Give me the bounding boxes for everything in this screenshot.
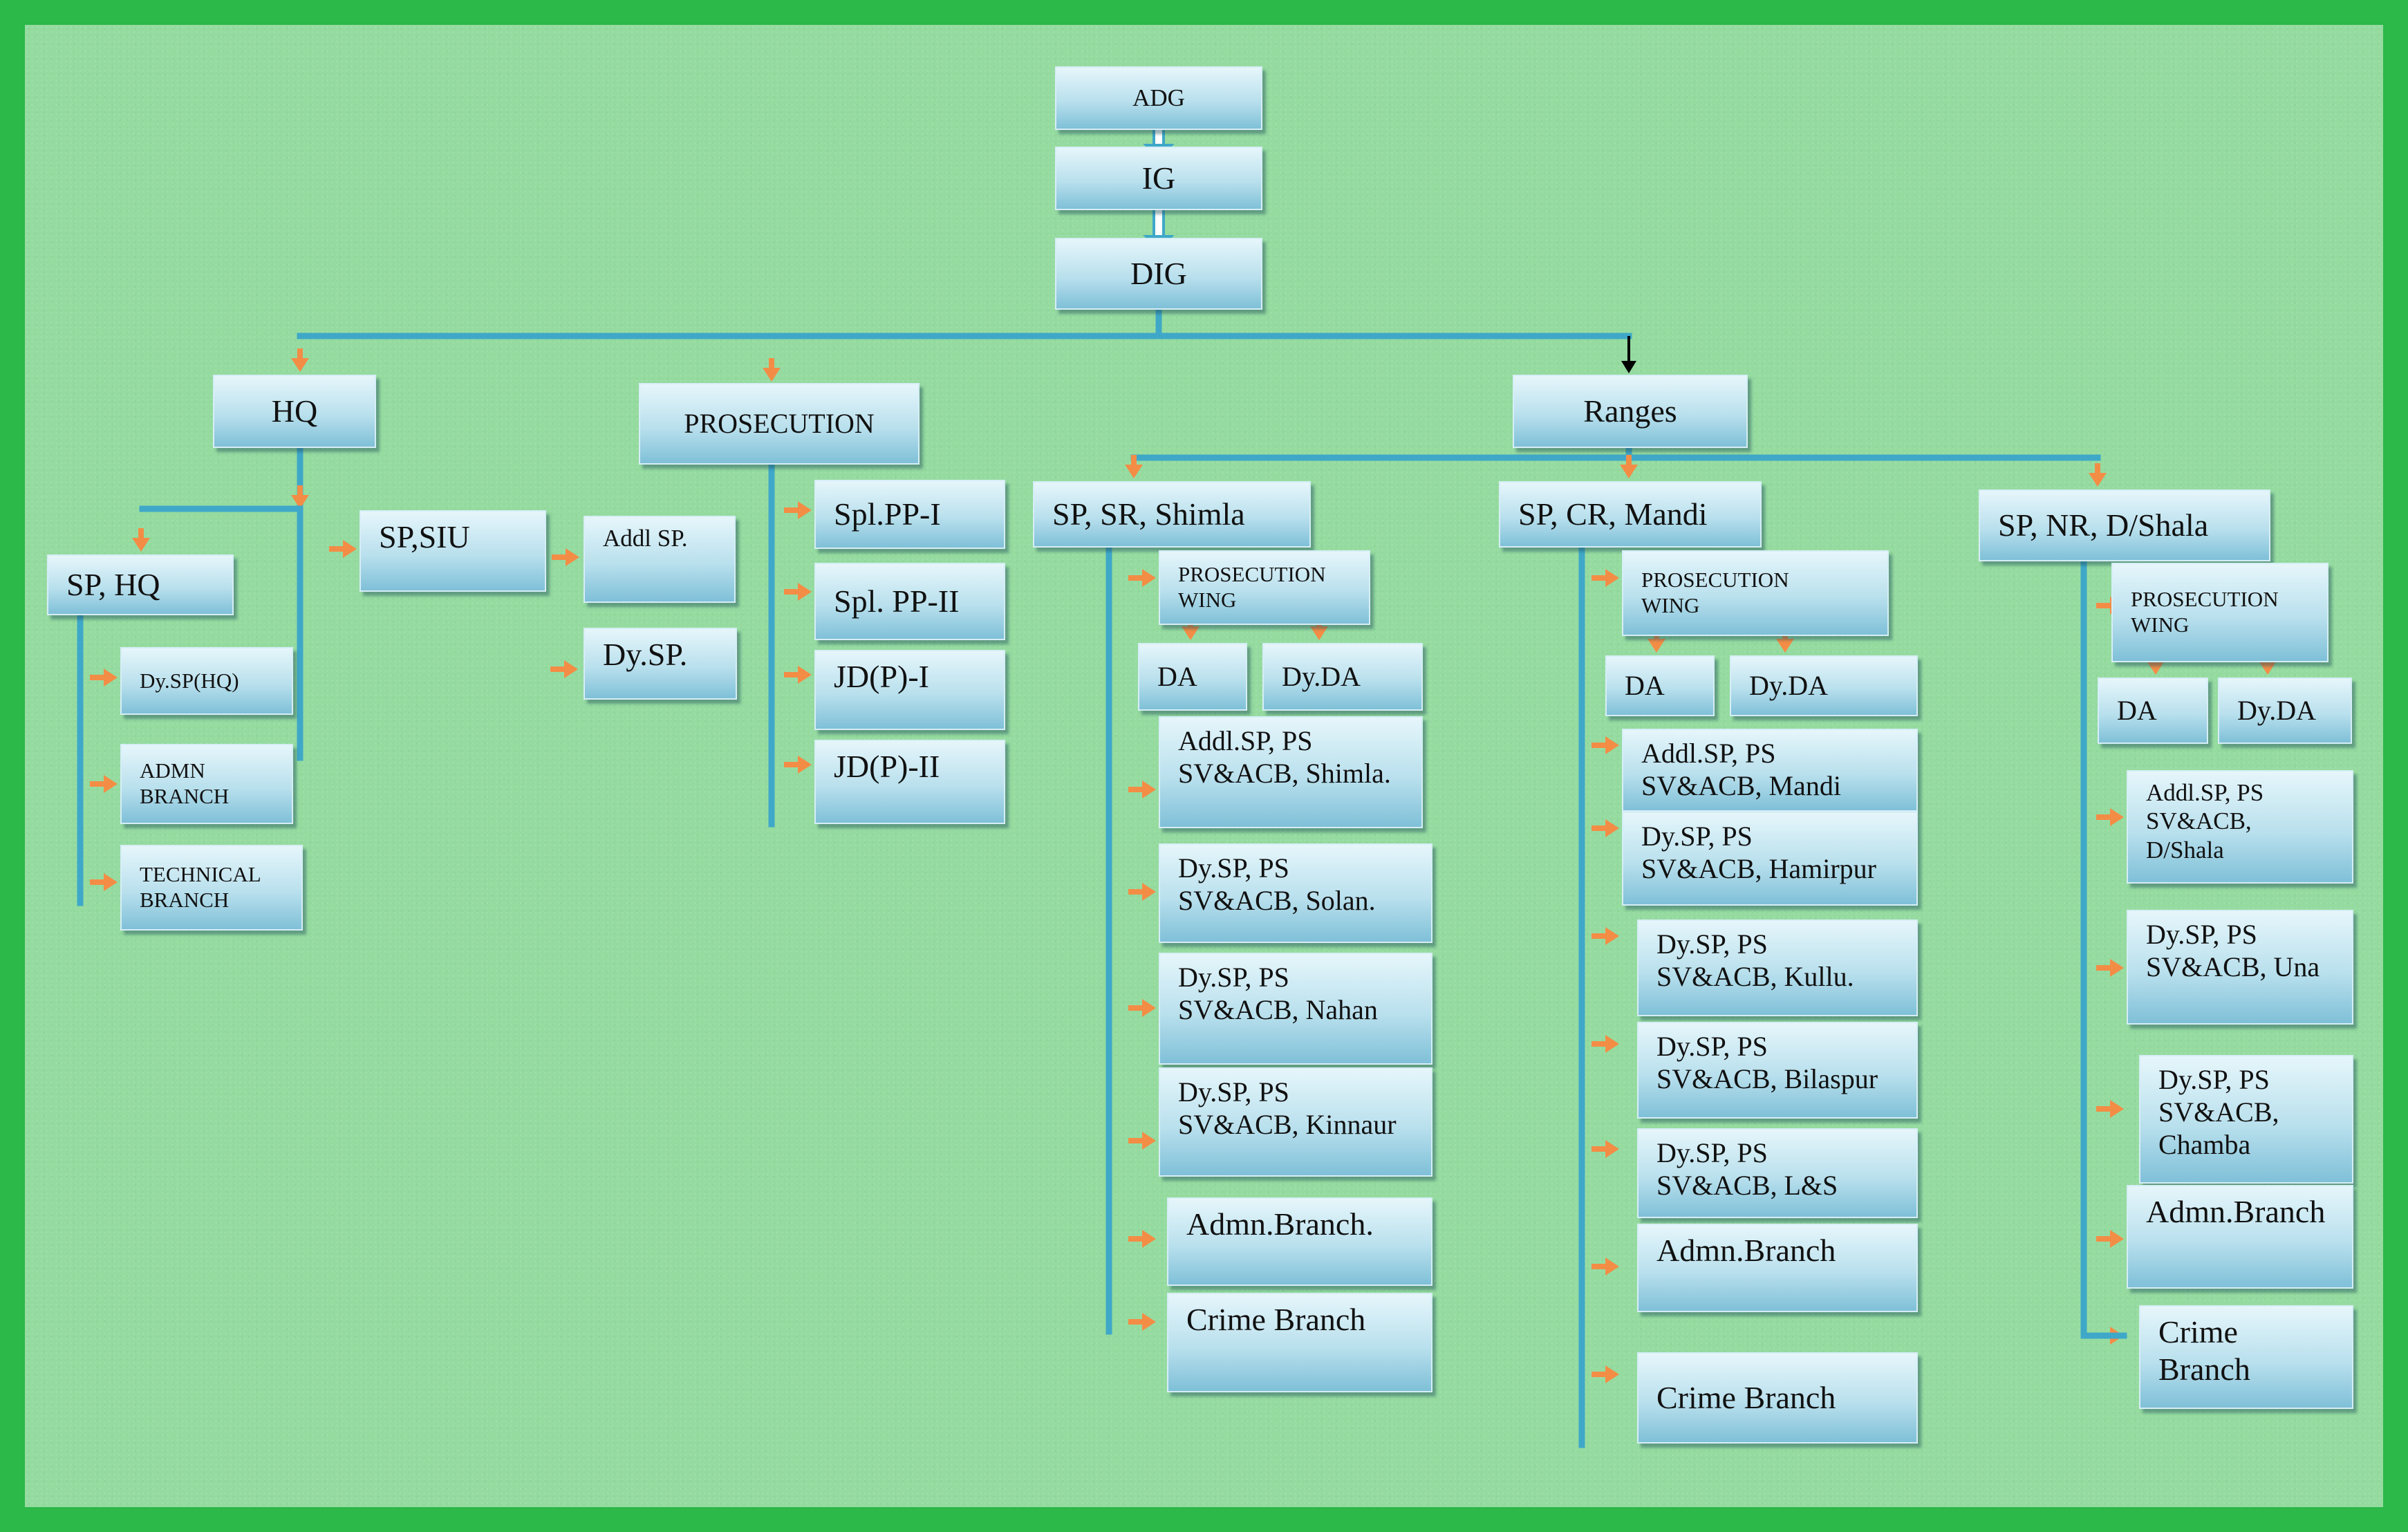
arrow-to-mandi-head (1620, 465, 1638, 478)
box-mandi-admn-branch: Admn.Branch (1637, 1224, 1918, 1312)
box-dig: DIG (1055, 238, 1262, 310)
arrow-dshala-unit-3-head (2110, 959, 2124, 977)
box-dshala-unit-3: Dy.SP, PS SV&ACB, Chamba (2139, 1055, 2353, 1184)
box-shimla-da: DA (1138, 643, 1247, 711)
box-ig: IG (1055, 147, 1262, 210)
box-mandi-unit-4: Dy.SP, PS SV&ACB, Bilaspur (1637, 1022, 1918, 1119)
box-jdp-i: JD(P)-I (814, 650, 1005, 730)
arrow-sp-hq-unit-2-head (104, 775, 118, 793)
arrow-to-sp-hq-head (132, 538, 150, 552)
box-adg: ADG (1055, 66, 1262, 130)
arrow-dshala-to-dyda-head (2259, 661, 2277, 675)
box-dshala-crime-branch: Crime Branch (2139, 1305, 2353, 1409)
box-shimla-dyda: Dy.DA (1262, 643, 1423, 711)
chart-area: ADG IG DIG HQ PROSECUTION Ranges SP, HQ … (25, 25, 2383, 1507)
arrow-prosecution-unit-4-head (798, 756, 812, 774)
box-sp-sr-shimla: SP, SR, Shimla (1033, 481, 1311, 548)
arrow-dshala-to-da-head (2147, 661, 2165, 675)
box-mandi-crime-branch: Crime Branch (1637, 1352, 1918, 1444)
box-dysp-hq: Dy.SP(HQ) (120, 647, 293, 715)
arrow-to-addl-sp-siu-head (566, 548, 579, 566)
arrow-mandi-unit-1-head (1605, 569, 1619, 587)
arrow-mandi-unit-6-head (1605, 1140, 1619, 1158)
box-dshala-da: DA (2098, 678, 2208, 744)
box-sp-nr-dshala: SP, NR, D/Shala (1979, 489, 2270, 561)
box-technical-branch-hq: TECHNICAL BRANCH (120, 845, 303, 931)
arrow-shimla-to-dyda-head (1310, 626, 1328, 640)
arrow-mandi-unit-8-head (1605, 1365, 1619, 1383)
arrow-mandi-unit-4-head (1605, 927, 1619, 945)
arrow-dshala-unit-5-head (2110, 1230, 2124, 1248)
arrow-mandi-unit-5-head (1605, 1035, 1619, 1053)
box-shimla-unit-1: Addl.SP, PS SV&ACB, Shimla. (1159, 716, 1423, 828)
box-mandi-prosecution-wing: PROSECUTION WING (1622, 550, 1889, 636)
arrow-mandi-unit-3-head (1605, 819, 1619, 837)
arrow-hq-trunk-head (291, 495, 309, 509)
box-addl-sp-siu: Addl SP. (584, 516, 736, 603)
box-dshala-unit-2: Dy.SP, PS SV&ACB, Una (2127, 910, 2353, 1025)
box-spl-pp-ii: Spl. PP-II (814, 563, 1005, 640)
arrow-shimla-unit-4-head (1142, 999, 1156, 1017)
box-sp-hq: SP, HQ (47, 554, 234, 615)
box-dysp-siu: Dy.SP. (584, 628, 737, 700)
arrow-prosecution-unit-2-head (798, 583, 812, 601)
box-shimla-unit-4: Dy.SP, PS SV&ACB, Kinnaur (1159, 1067, 1432, 1177)
box-shimla-unit-2: Dy.SP, PS SV&ACB, Solan. (1159, 843, 1432, 943)
arrow-to-sp-siu-head (343, 540, 357, 558)
arrow-mandi-to-dyda-head (1776, 639, 1794, 653)
box-dshala-unit-1: Addl.SP, PS SV&ACB, D/Shala (2127, 770, 2353, 884)
arrow-prosecution-unit-3-head (798, 666, 812, 684)
box-sp-siu: SP,SIU (360, 510, 546, 592)
box-shimla-crime-branch: Crime Branch (1167, 1293, 1432, 1392)
box-admn-branch-hq: ADMN BRANCH (120, 744, 293, 824)
box-jdp-ii: JD(P)-II (814, 740, 1005, 824)
box-mandi-dyda: Dy.DA (1730, 655, 1918, 716)
arrow-shimla-to-da-head (1182, 626, 1200, 640)
arrow-to-prosecution-head (763, 368, 781, 382)
arrow-to-shimla-head (1125, 465, 1143, 478)
arrow-shimla-unit-2-head (1142, 781, 1156, 798)
box-mandi-unit-1: Addl.SP, PS SV&ACB, Mandi (1622, 729, 1918, 812)
arrow-shimla-unit-6-head (1142, 1230, 1156, 1248)
box-shimla-admn-branch: Admn.Branch. (1167, 1197, 1432, 1286)
arrow-mandi-to-da-head (1648, 639, 1665, 653)
arrow-shimla-unit-3-head (1142, 883, 1156, 901)
box-mandi-unit-3: Dy.SP, PS SV&ACB, Kullu. (1637, 919, 1918, 1016)
box-shimla-unit-3: Dy.SP, PS SV&ACB, Nahan (1159, 953, 1432, 1065)
arrow-prosecution-unit-1-head (798, 501, 812, 519)
box-hq: HQ (213, 375, 376, 448)
arrow-shimla-unit-7-head (1142, 1313, 1156, 1331)
box-shimla-prosecution-wing: PROSECUTION WING (1159, 550, 1370, 625)
box-prosecution: PROSECUTION (639, 383, 920, 465)
arrow-mandi-unit-7-head (1605, 1258, 1619, 1276)
box-dshala-admn-branch: Admn.Branch (2127, 1185, 2353, 1289)
arrow-dshala-unit-2-head (2110, 808, 2124, 826)
arrow-to-dysp-siu-head (564, 660, 578, 678)
box-spl-pp-i: Spl.PP-I (814, 480, 1005, 549)
box-ranges: Ranges (1513, 375, 1748, 448)
arrow-sp-hq-unit-1-head (104, 669, 118, 686)
arrow-shimla-unit-1-head (1142, 569, 1156, 587)
box-dshala-dyda: Dy.DA (2218, 678, 2352, 744)
arrow-to-hq-head (291, 358, 309, 372)
box-sp-cr-mandi: SP, CR, Mandi (1499, 481, 1762, 548)
box-mandi-da: DA (1605, 655, 1715, 716)
arrow-shimla-unit-5-head (1142, 1132, 1156, 1150)
connector-lines (77, 120, 2277, 1448)
box-dshala-prosecution-wing: PROSECUTION WING (2111, 563, 2328, 662)
arrow-sp-hq-unit-3-head (104, 873, 118, 891)
arrow-dshala-unit-4-head (2110, 1100, 2124, 1118)
arrow-to-dshala-head (2089, 473, 2107, 487)
arrow-to-ranges-head (1621, 361, 1636, 373)
arrow-mandi-unit-2-head (1605, 736, 1619, 754)
box-mandi-unit-2: Dy.SP, PS SV&ACB, Hamirpur (1622, 812, 1918, 906)
box-mandi-unit-5: Dy.SP, PS SV&ACB, L&S (1637, 1128, 1918, 1218)
